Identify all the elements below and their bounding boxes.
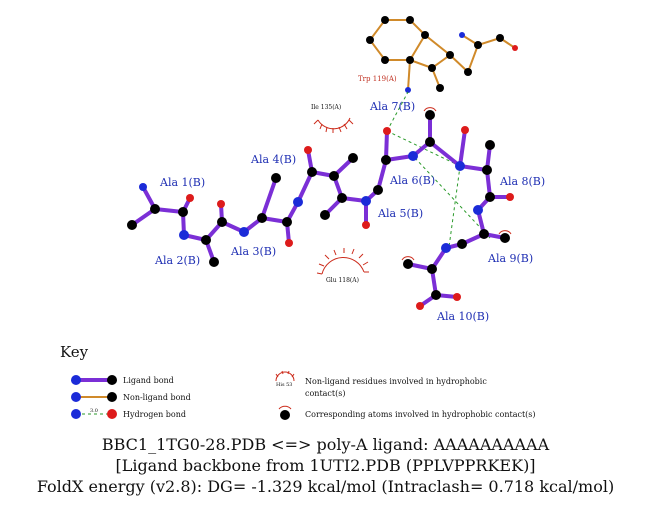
- ala8-label: Ala 8(B): [499, 175, 545, 188]
- ligand-bonds: [130, 113, 512, 308]
- ala7-label: Ala 7(B): [369, 100, 415, 113]
- ala6-label: Ala 6(B): [389, 174, 435, 187]
- key-hydrophobic-residues-2: contact(s): [305, 389, 345, 398]
- key-title: Key: [60, 343, 89, 361]
- ala9-label: Ala 9(B): [487, 252, 533, 265]
- key-nonligand-bond: Non-ligand bond: [123, 393, 191, 402]
- key-legend: Key Ligand bond Non-ligand bond 3.0 Hydr…: [60, 343, 536, 420]
- key-ligand-bond: Ligand bond: [123, 376, 174, 385]
- glu118-label: Glu 118(A): [326, 277, 359, 284]
- key-hydrophobic-residues: Non-ligand residues involved in hydropho…: [305, 377, 487, 386]
- ala1-label: Ala 1(B): [159, 176, 205, 189]
- ala3-label: Ala 3(B): [230, 245, 276, 258]
- ala5-label: Ala 5(B): [377, 207, 423, 220]
- contact-atom-ticks: [401, 107, 512, 261]
- ala4-label: Ala 4(B): [250, 153, 296, 166]
- ile135-hydrophobic-arc: [313, 117, 354, 133]
- trp119-label: Trp 119(A): [358, 75, 397, 83]
- caption-line-3: FoldX energy (v2.8): DG= -1.329 kcal/mol…: [36, 477, 615, 496]
- caption-line-1: BBC1_1TG0-28.PDB <=> poly-A ligand: AAAA…: [101, 435, 550, 454]
- key-corresponding-atoms: Corresponding atoms involved in hydropho…: [305, 410, 536, 419]
- ile135-label: Ile 135(A): [311, 104, 341, 111]
- ligplot-diagram: Trp 119(A) Ile 135(A) Glu 118(A): [60, 16, 545, 420]
- key-hydrophobic-sample: His 53: [276, 382, 292, 388]
- key-hbond-distance: 3.0: [90, 408, 98, 414]
- key-hydrogen-bond: Hydrogen bond: [123, 410, 186, 419]
- ala10-label: Ala 10(B): [436, 310, 489, 323]
- trp119-atoms: [366, 16, 518, 93]
- glu118-hydrophobic-arc: [316, 248, 369, 275]
- ligand-atoms: [127, 110, 514, 310]
- ala2-label: Ala 2(B): [154, 254, 200, 267]
- caption-line-2: [Ligand backbone from 1UTI2.PDB (PPLVPPR…: [115, 456, 536, 475]
